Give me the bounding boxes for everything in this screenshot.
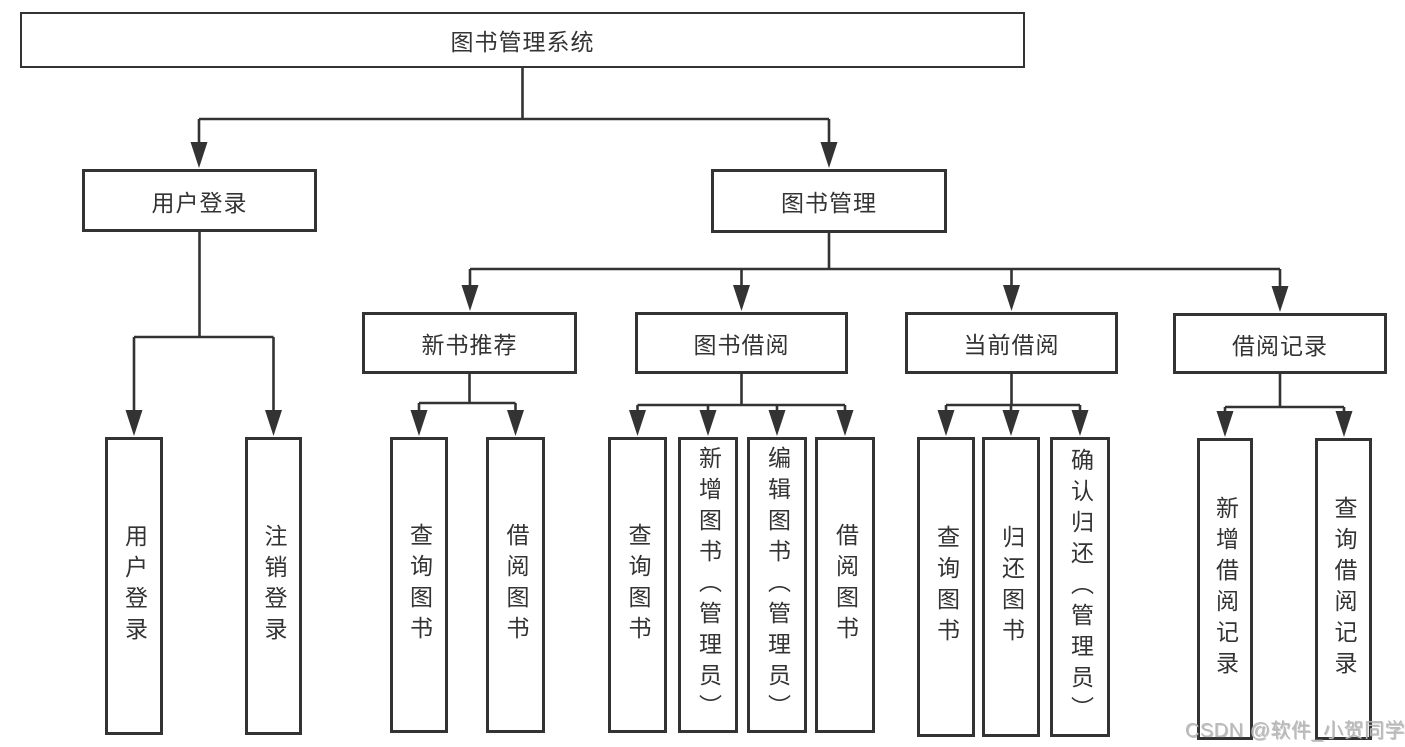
- node-leaf-cb-return-books: 归还图书: [982, 437, 1040, 737]
- node-leaf-bb-add-books-label: 新增图书（管理员）: [695, 445, 722, 725]
- arrowhead-group: [125, 142, 1353, 437]
- node-book-borrowing: 图书借阅: [635, 312, 848, 374]
- node-leaf-logout: 注销登录: [245, 437, 302, 735]
- node-root-label: 图书管理系统: [450, 29, 595, 55]
- node-leaf-cb-query-books-label: 查询图书: [933, 525, 960, 649]
- node-current-borrowing-label: 当前借阅: [963, 332, 1060, 358]
- node-leaf-nbr-query-books: 查询图书: [390, 437, 448, 733]
- node-user-login-label: 用户登录: [151, 189, 248, 216]
- node-leaf-bb-query-books-label: 查询图书: [625, 523, 651, 647]
- node-leaf-bb-query-books: 查询图书: [608, 437, 667, 733]
- node-leaf-cb-confirm-return: 确认归还（管理员）: [1050, 437, 1110, 737]
- node-leaf-br-add-record: 新增借阅记录: [1197, 438, 1253, 740]
- node-new-book-recommend-label: 新书推荐: [421, 332, 518, 358]
- node-leaf-br-query-record-label: 查询借阅记录: [1331, 496, 1357, 682]
- node-book-management-label: 图书管理: [781, 190, 877, 216]
- node-new-book-recommend: 新书推荐: [362, 312, 577, 374]
- node-leaf-nbr-borrow-books: 借阅图书: [486, 437, 545, 733]
- node-borrowing-records: 借阅记录: [1173, 313, 1387, 374]
- node-user-login: 用户登录: [82, 169, 317, 232]
- node-leaf-cb-confirm-return-label: 确认归还（管理员）: [1067, 447, 1094, 727]
- node-root: 图书管理系统: [20, 12, 1025, 68]
- node-leaf-bb-edit-books-label: 编辑图书（管理员）: [764, 445, 791, 725]
- node-borrowing-records-label: 借阅记录: [1232, 332, 1328, 359]
- node-current-borrowing: 当前借阅: [905, 312, 1118, 374]
- node-leaf-user-login-label: 用户登录: [121, 524, 148, 648]
- node-leaf-br-query-record: 查询借阅记录: [1315, 438, 1372, 740]
- node-leaf-nbr-query-books-label: 查询图书: [406, 523, 433, 647]
- node-leaf-nbr-borrow-books-label: 借阅图书: [503, 523, 529, 647]
- node-leaf-bb-borrow-books: 借阅图书: [815, 437, 875, 733]
- node-leaf-bb-edit-books: 编辑图书（管理员）: [747, 437, 807, 733]
- node-leaf-br-add-record-label: 新增借阅记录: [1212, 496, 1239, 682]
- node-leaf-bb-borrow-books-label: 借阅图书: [832, 523, 859, 647]
- node-leaf-user-login: 用户登录: [105, 437, 163, 735]
- node-book-borrowing-label: 图书借阅: [693, 332, 790, 358]
- node-leaf-bb-add-books: 新增图书（管理员）: [678, 437, 738, 733]
- node-book-management: 图书管理: [711, 169, 947, 233]
- node-leaf-cb-query-books: 查询图书: [917, 437, 975, 737]
- csdn-watermark: CSDN @软件_小贺同学: [1185, 720, 1405, 742]
- node-leaf-cb-return-books-label: 归还图书: [998, 525, 1025, 649]
- node-leaf-logout-label: 注销登录: [261, 524, 287, 648]
